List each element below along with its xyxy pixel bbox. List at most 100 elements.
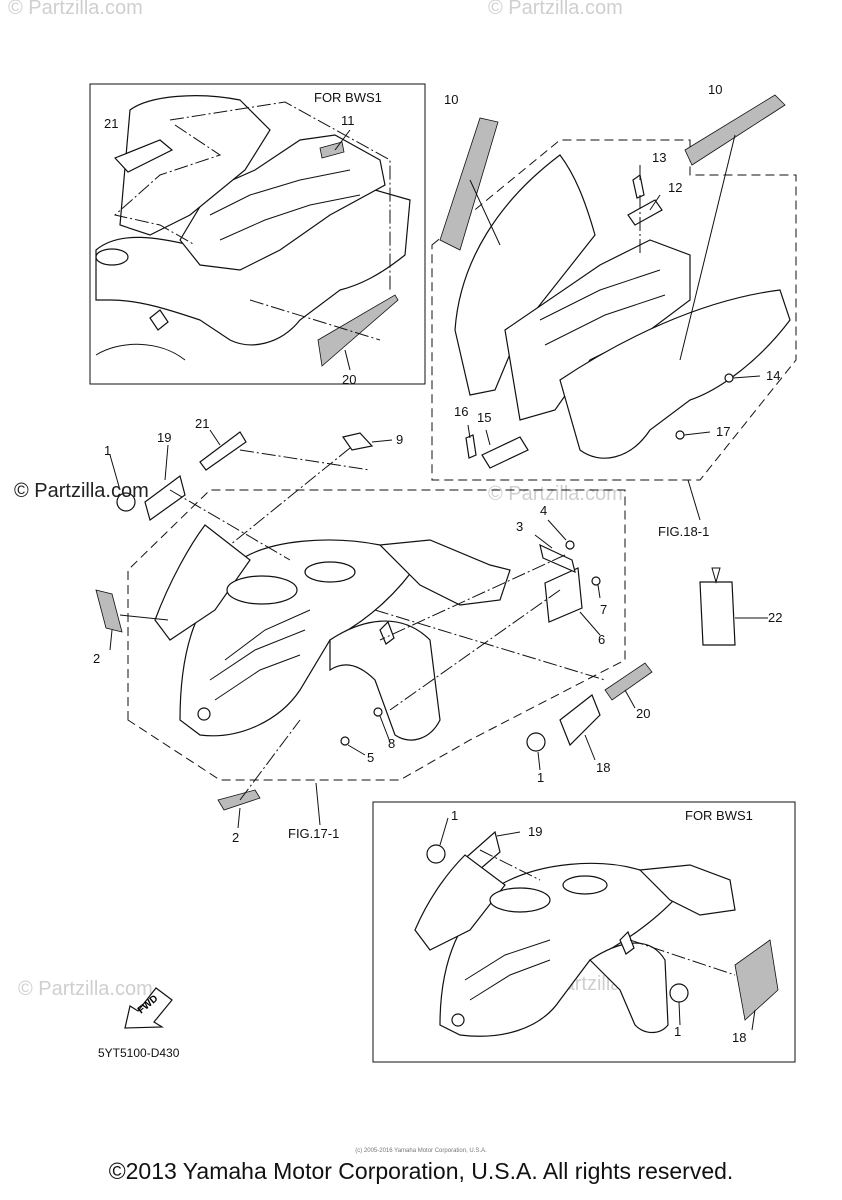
leader-20a xyxy=(344,349,351,371)
decal-10-right xyxy=(684,94,786,166)
callout-1-inset: 1 xyxy=(451,808,458,823)
callout-22: 22 xyxy=(768,610,782,625)
inset-front-light xyxy=(451,1013,465,1027)
leader-chain-21 xyxy=(239,449,371,471)
callout-20: 20 xyxy=(636,706,650,721)
decal-15 xyxy=(481,436,529,469)
nut-8 xyxy=(373,707,383,717)
decal-20-front xyxy=(604,662,653,701)
rear-rib-1 xyxy=(539,269,661,321)
nut-5 xyxy=(340,736,350,746)
rear-assembly-boundary xyxy=(431,139,797,481)
leader-11 xyxy=(334,129,351,151)
fig-ref-rear: FIG.18-1 xyxy=(658,524,709,539)
callout-19-inset: 19 xyxy=(528,824,542,839)
front-tank-cap xyxy=(304,561,356,583)
wheel-arch xyxy=(95,343,186,361)
callout-1-inset-side: 1 xyxy=(674,1024,681,1039)
screw-7 xyxy=(591,576,601,586)
inset-seat-recess xyxy=(489,887,551,913)
callout-21: 21 xyxy=(195,416,209,431)
leader-19-inset xyxy=(496,831,521,837)
callout-1-side: 1 xyxy=(537,770,544,785)
leader-10-right xyxy=(679,134,736,361)
callout-21-inset: 21 xyxy=(104,116,118,131)
emblem-1-front xyxy=(116,492,136,512)
rivet-16 xyxy=(465,434,477,459)
callout-4: 4 xyxy=(540,503,547,518)
leader-fig17 xyxy=(315,782,321,826)
rivet-13 xyxy=(632,173,645,199)
leader-3 xyxy=(534,534,553,549)
inset-fender-rear-edge xyxy=(638,864,736,916)
leader-1-side xyxy=(537,751,541,771)
leader-chain-6 xyxy=(389,589,561,711)
diagram-code: 5YT5100-D430 xyxy=(98,1046,180,1060)
callout-18-inset: 18 xyxy=(732,1030,746,1045)
inset-rear-bws1: FOR BWS1 21 11 20 xyxy=(89,83,426,387)
front-rib-2 xyxy=(209,629,306,681)
leader-8 xyxy=(379,715,391,743)
inset-fender-right-flap xyxy=(589,942,669,1034)
front-fender-right-flap xyxy=(329,620,441,741)
leader-1-inset-side xyxy=(678,1001,681,1026)
tag-22-loop xyxy=(711,567,721,584)
leader-18-inset xyxy=(751,1009,756,1031)
decal-9 xyxy=(342,432,374,451)
callout-3: 3 xyxy=(516,519,523,534)
leader-2-lower xyxy=(237,807,241,829)
decal-18-inset xyxy=(734,939,779,1021)
decal-19-front xyxy=(144,474,186,521)
callout-9: 9 xyxy=(396,432,403,447)
callout-8: 8 xyxy=(388,736,395,751)
decal-10-left xyxy=(439,117,499,251)
fuel-cap xyxy=(95,248,129,266)
rear-reflector xyxy=(149,309,169,331)
tag-22 xyxy=(699,581,736,646)
leader-chain-2 xyxy=(239,719,301,801)
leader-2-upper xyxy=(119,614,169,621)
rear-fender-panel xyxy=(119,95,271,236)
front-fender-rear-edge xyxy=(378,539,511,606)
leader-chain-19 xyxy=(169,489,291,561)
inset-frame-bottom xyxy=(372,801,796,1063)
callout-14: 14 xyxy=(766,368,780,383)
leader-19 xyxy=(164,444,169,481)
rear-fender-assembly: 10 10 13 12 14 17 16 15 FIG.18-1 xyxy=(431,82,797,539)
nut-14 xyxy=(724,373,734,383)
callout-11: 11 xyxy=(341,113,355,128)
callout-12: 12 xyxy=(668,180,682,195)
leader-1 xyxy=(109,454,121,491)
leader-9 xyxy=(371,439,393,443)
leader-fig18 xyxy=(687,479,701,521)
leader-chain-3 xyxy=(379,554,566,641)
decal-21-front xyxy=(199,431,247,471)
rear-seat-tray xyxy=(179,134,386,271)
callout-18: 18 xyxy=(596,760,610,775)
rear-fender-left xyxy=(454,154,596,396)
callout-6: 6 xyxy=(598,632,605,647)
inset-reflector xyxy=(619,930,635,955)
fwd-arrow-icon xyxy=(124,987,173,1029)
seat-tray-rib xyxy=(209,169,351,216)
front-fender-left-flap xyxy=(154,524,251,641)
rear-fender-right xyxy=(559,289,791,459)
rear-rib-2 xyxy=(544,294,666,346)
watermark-mid: © Partzilla.com xyxy=(488,483,623,505)
inset-frame-top xyxy=(89,83,426,385)
leader-21 xyxy=(209,429,221,446)
plate-6 xyxy=(544,567,583,623)
inset-front-bws1: FOR BWS1 1 19 1 18 xyxy=(372,801,796,1063)
leader-chain-19-inset xyxy=(479,849,541,881)
leader-18 xyxy=(584,734,596,761)
leader-17 xyxy=(683,431,711,436)
leader-16 xyxy=(467,424,471,439)
callout-15: 15 xyxy=(477,410,491,425)
decal-21-inset xyxy=(113,139,174,173)
leader-15 xyxy=(485,429,491,446)
callout-16: 16 xyxy=(454,404,468,419)
seat-tray-rib-2 xyxy=(219,194,361,241)
callout-1: 1 xyxy=(104,443,111,458)
callout-10-left: 10 xyxy=(444,92,458,107)
